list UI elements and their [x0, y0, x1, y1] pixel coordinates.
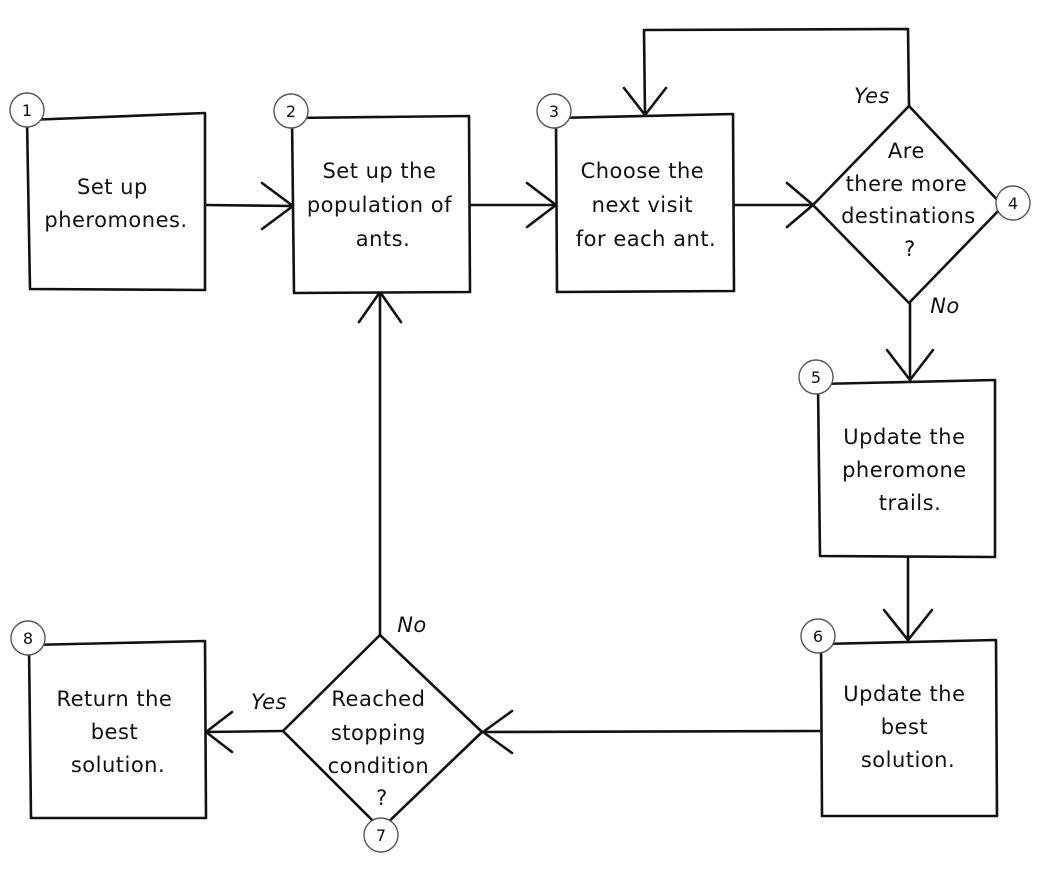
node-text-line: for each ant. [576, 227, 716, 251]
node-text: Are there more destinations ? [841, 139, 983, 261]
decision4-no-label: No [930, 294, 960, 318]
node-text-line: Set up the [322, 159, 436, 183]
node-text-line: Are [888, 139, 925, 163]
step-number-badge [10, 620, 46, 656]
process-box [819, 638, 999, 818]
step-number-badge [273, 93, 309, 129]
process-box [27, 639, 208, 820]
node-text-line: pheromone [842, 458, 967, 482]
node-text-line: destinations [841, 204, 976, 228]
step-number: 3 [549, 102, 559, 121]
process-box [25, 111, 207, 292]
node-text-line: ? [904, 237, 916, 261]
node-text-line: Set up [77, 175, 148, 199]
step-number: 6 [813, 627, 823, 646]
arrowhead-5-to-6 [882, 608, 934, 642]
arrow-6-to-7 [481, 729, 823, 734]
node-text-line: best [881, 715, 928, 739]
node-text-line: ? [376, 786, 388, 810]
node-text-line: ants. [356, 227, 411, 251]
node-text: Return the best solution. [56, 687, 179, 777]
node-text-line: Update the [843, 425, 965, 449]
node-text-line: Update the [843, 682, 965, 706]
decision-diamond [811, 104, 1005, 305]
node-more-destinations-decision: Are there more destinations ? 4 [811, 104, 1031, 305]
node-text: Reached stopping condition ? [328, 687, 437, 810]
node-text: Choose the next visit for each ant. [576, 159, 716, 251]
step-number-badge [536, 93, 572, 129]
node-text-line: solution. [861, 748, 955, 772]
step-number: 4 [1008, 194, 1018, 213]
node-text-line: Choose the [581, 159, 705, 183]
node-text: Update the best solution. [843, 682, 972, 772]
step-number: 2 [286, 102, 296, 121]
arrow-4-yes-to-3 [642, 27, 911, 117]
node-text: Set up the population of ants. [307, 159, 459, 251]
decision7-yes-label: Yes [251, 690, 287, 714]
node-text-line: solution. [71, 753, 165, 777]
step-number-badge [9, 92, 45, 128]
arrow-7-yes-to-8 [204, 729, 285, 734]
process-box [816, 378, 997, 559]
node-text-line: there more [846, 172, 968, 196]
arrowhead-4-no-to-5 [885, 348, 935, 382]
node-text: Update the pheromone trails. [842, 425, 974, 515]
node-setup-population: Set up the population of ants. 2 [273, 93, 472, 295]
node-text: Set up pheromones. [44, 175, 187, 232]
node-text-line: Return the [56, 687, 172, 711]
step-number-badge [800, 618, 836, 654]
step-number: 7 [376, 826, 386, 845]
node-text-line: population of [307, 193, 452, 217]
node-text-line: best [91, 720, 138, 744]
step-number-badge [798, 359, 834, 395]
step-number: 8 [23, 629, 33, 648]
edge-labels: Yes No No Yes [251, 84, 960, 714]
step-number: 1 [22, 101, 32, 120]
process-box [554, 112, 736, 294]
node-choose-next-visit: Choose the next visit for each ant. 3 [536, 93, 736, 294]
node-text-line: condition [328, 754, 430, 778]
step-number: 5 [811, 368, 821, 387]
node-text-line: pheromones. [44, 208, 187, 232]
node-text-line: trails. [879, 491, 942, 515]
arrow-1-to-2 [203, 203, 295, 208]
node-setup-pheromones: Set up pheromones. 1 [9, 92, 207, 292]
step-number-badge [363, 817, 399, 853]
node-text-line: next visit [592, 193, 693, 217]
node-update-pheromone-trails: Update the pheromone trails. 5 [798, 359, 997, 559]
decision4-yes-label: Yes [854, 84, 890, 108]
node-text-line: Reached [331, 687, 425, 711]
node-return-best-solution: Return the best solution. 8 [10, 620, 208, 820]
node-update-best-solution: Update the best solution. 6 [800, 618, 999, 818]
node-stopping-condition-decision: Reached stopping condition ? 7 [281, 633, 484, 853]
decision7-no-label: No [397, 613, 427, 637]
process-box [290, 114, 472, 295]
step-number-badge [995, 185, 1031, 221]
node-text-line: stopping [331, 721, 426, 745]
